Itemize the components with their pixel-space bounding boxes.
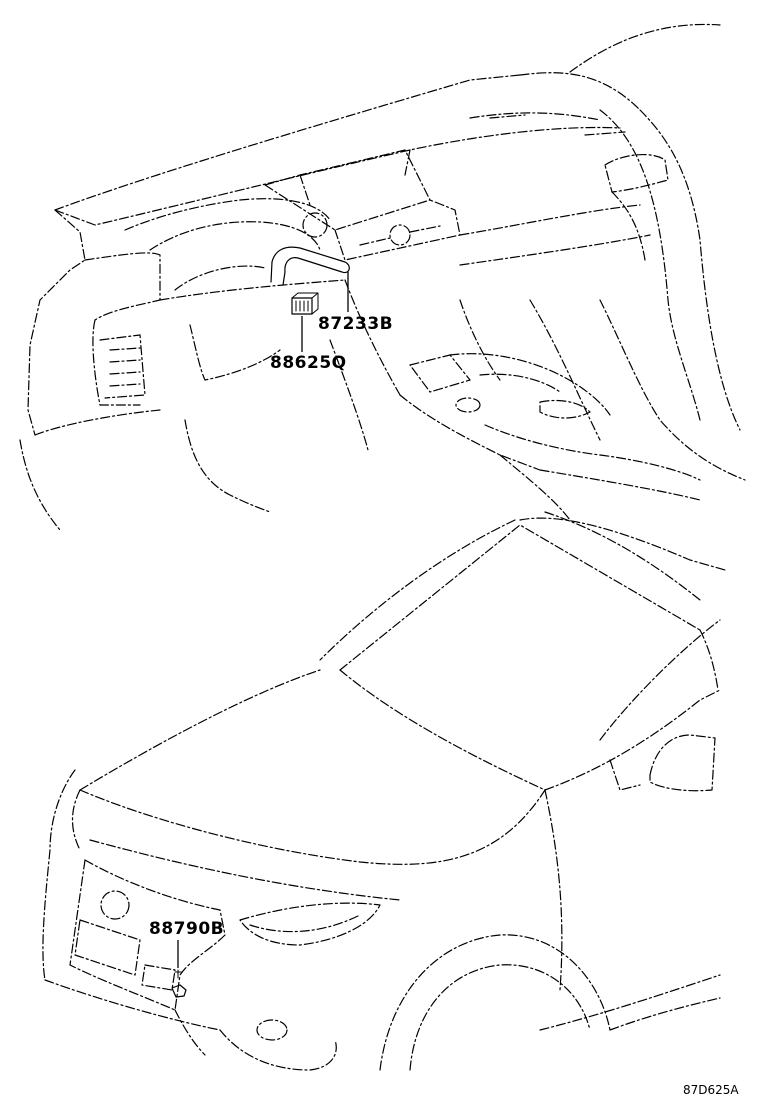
- part-label-88790B: 88790B: [149, 919, 224, 939]
- car-front-illustration: [42, 511, 726, 1071]
- part-label-87233B: 87233B: [318, 314, 393, 334]
- part-label-88625Q: 88625Q: [270, 353, 347, 373]
- dashboard-illustration: [19, 23, 746, 531]
- reference-code: 87D625A: [683, 1083, 739, 1097]
